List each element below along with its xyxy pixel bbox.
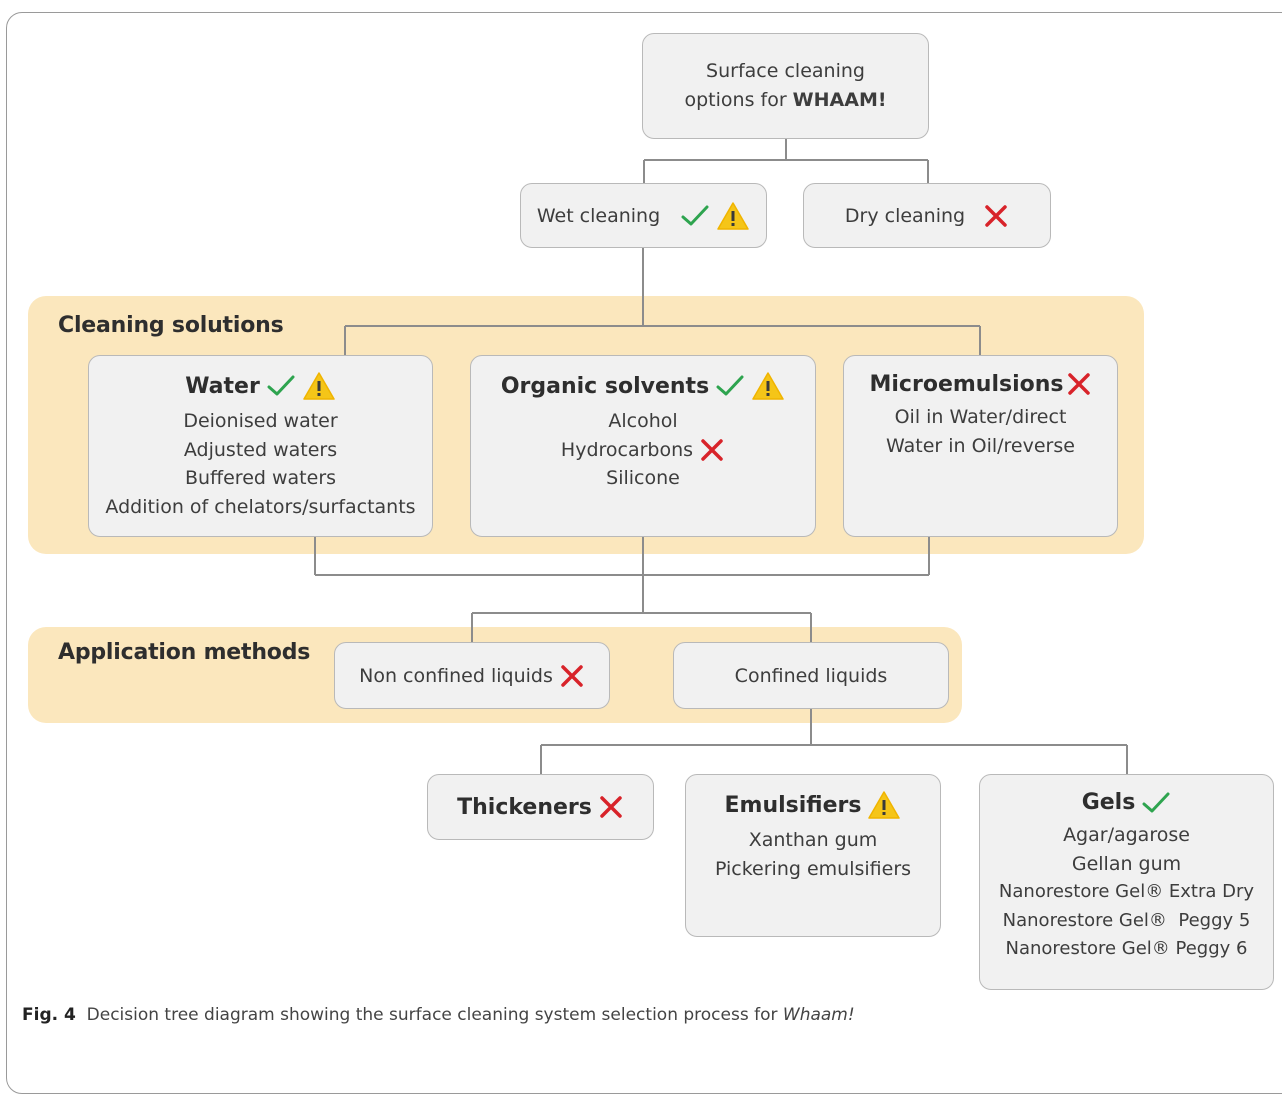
- root-node: Surface cleaning options for WHAAM!: [642, 33, 929, 139]
- organic-solvents-node: Organic solvents Alcohol Hydrocarbons Si…: [470, 355, 816, 537]
- cross-icon: [701, 439, 723, 461]
- thickeners-node: Thickeners: [427, 774, 654, 840]
- microemulsions-item: Water in Oil/reverse: [886, 434, 1075, 457]
- gels-item: Nanorestore Gel® Peggy 5: [1002, 909, 1251, 931]
- organic-solvents-title: Organic solvents: [500, 373, 710, 399]
- cross-icon: [985, 204, 1007, 227]
- check-icon: [716, 375, 744, 396]
- caption-label: Fig. 4: [22, 1005, 76, 1025]
- microemulsions-node: Microemulsions Oil in Water/direct Water…: [843, 355, 1118, 537]
- organic-solvents-item: Silicone: [606, 467, 680, 489]
- water-node: Water Deionised water Adjusted waters Bu…: [88, 355, 433, 537]
- check-icon: [1142, 792, 1170, 812]
- non-confined-liquids-node: Non confined liquids: [334, 642, 610, 709]
- emulsifiers-item: Xanthan gum: [748, 829, 878, 851]
- root-line-2: options for WHAAM!: [684, 86, 886, 115]
- warning-icon: [303, 372, 335, 400]
- cleaning-solutions-title: Cleaning solutions: [58, 313, 284, 338]
- thickeners-title: Thickeners: [457, 794, 592, 820]
- gels-item: Agar/agarose: [1063, 824, 1190, 846]
- wet-cleaning-node: Wet cleaning: [520, 183, 767, 248]
- warning-icon: [717, 201, 749, 230]
- cross-icon: [1067, 373, 1090, 395]
- root-line-1: Surface cleaning: [706, 60, 865, 82]
- water-item: Buffered waters: [184, 467, 337, 489]
- organic-solvents-item: Alcohol: [608, 410, 678, 432]
- gels-item: Nanorestore Gel® Extra Dry: [998, 881, 1255, 902]
- check-icon: [267, 375, 295, 396]
- gels-item: Gellan gum: [1071, 852, 1182, 875]
- dry-cleaning-label: Dry cleaning: [844, 204, 966, 227]
- wet-cleaning-label: Wet cleaning: [536, 204, 661, 227]
- emulsifiers-item: Pickering emulsifiers: [714, 857, 912, 880]
- water-title: Water: [185, 373, 260, 399]
- caption-text: Decision tree diagram showing the surfac…: [86, 1005, 783, 1025]
- gels-item: Nanorestore Gel® Peggy 6: [1005, 938, 1248, 959]
- connector-lines: [314, 138, 1128, 775]
- water-item: Addition of chelators/surfactants: [105, 495, 416, 518]
- hydrocarbons-label: Hydrocarbons: [560, 438, 694, 461]
- microemulsions-title: Microemulsions: [869, 371, 1064, 397]
- warning-icon: [752, 372, 784, 400]
- caption-italic: Whaam!: [782, 1005, 855, 1025]
- non-confined-liquids-label: Non confined liquids: [359, 664, 553, 687]
- gels-node: Gels Agar/agarose Gellan gum Nanorestore…: [979, 774, 1274, 990]
- figure-caption: Fig. 4 Decision tree diagram showing the…: [22, 1005, 855, 1025]
- cross-icon: [561, 664, 583, 687]
- confined-liquids-label: Confined liquids: [734, 664, 888, 687]
- application-methods-title: Application methods: [58, 640, 311, 665]
- emulsifiers-title: Emulsifiers: [724, 792, 862, 818]
- confined-liquids-node: Confined liquids: [673, 642, 949, 709]
- check-icon: [681, 205, 709, 225]
- cross-icon: [600, 796, 622, 818]
- emulsifiers-node: Emulsifiers Xanthan gum Pickering emulsi…: [685, 774, 941, 937]
- water-item: Adjusted waters: [183, 438, 338, 461]
- microemulsions-item: Oil in Water/direct: [894, 406, 1067, 428]
- dry-cleaning-node: Dry cleaning: [803, 183, 1051, 248]
- organic-solvents-item: Hydrocarbons: [471, 436, 815, 465]
- root-line-2-bold: WHAAM!: [792, 89, 887, 111]
- warning-icon: [868, 791, 901, 819]
- root-line-2-prefix: options for: [684, 89, 793, 111]
- water-item: Deionised water: [183, 410, 338, 432]
- gels-title: Gels: [1081, 790, 1136, 815]
